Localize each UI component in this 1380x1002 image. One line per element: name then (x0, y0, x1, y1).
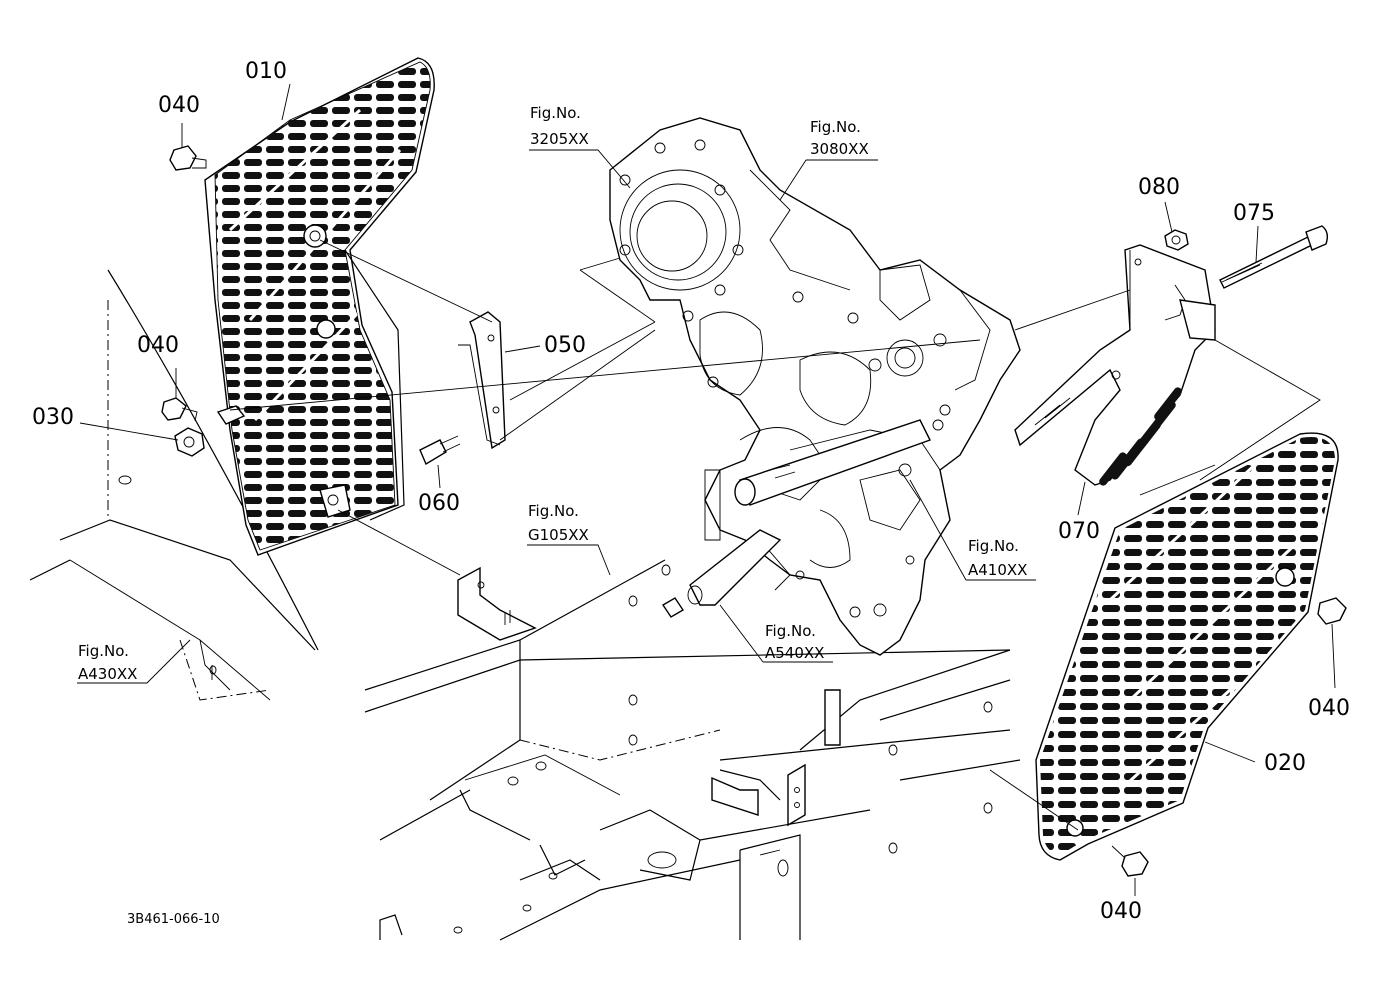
fig-ref-A430-line2: A430XX (78, 665, 137, 683)
nut-030 (174, 427, 205, 457)
bracket-070 (1014, 244, 1216, 486)
fig-ref-A540-line2: A540XX (765, 644, 824, 662)
fig-ref-A540-line1: Fig.No. (765, 622, 816, 640)
fig-ref-A410-line2: A410XX (968, 561, 1027, 579)
fig-ref-G105-line1: Fig.No. (528, 502, 579, 520)
callout-020: 020 (1264, 751, 1306, 776)
drawing-number: 3B461-066-10 (127, 912, 220, 927)
frame-holes (453, 564, 993, 934)
bolt-040-bottom-right (1111, 845, 1149, 877)
bolt-040-right (1317, 597, 1347, 625)
figure-references: Fig.No. 3205XX Fig.No. 3080XX Fig.No. G1… (78, 104, 1027, 683)
callout-040-left: 040 (137, 333, 179, 358)
fig-ref-3080-line1: Fig.No. (810, 118, 861, 136)
bracket-070-slots (1099, 387, 1182, 486)
transmission-case (509, 117, 1021, 656)
callout-010: 010 (245, 59, 287, 84)
fig-ref-A430-line1: Fig.No. (78, 642, 129, 660)
left-guard-010 (204, 57, 435, 556)
fig-ref-A410-line1: Fig.No. (968, 537, 1019, 555)
callout-040-bottom-right: 040 (1100, 899, 1142, 924)
fig-ref-3080-line2: 3080XX (810, 140, 869, 158)
fig-ref-G105-line2: G105XX (528, 526, 589, 544)
callout-030: 030 (32, 405, 74, 430)
chassis-frame (29, 269, 1021, 941)
bolt-040-top-left (169, 145, 207, 171)
bolt-075 (1219, 225, 1329, 289)
fig-ref-3205-line1: Fig.No. (530, 104, 581, 122)
callout-070: 070 (1058, 519, 1100, 544)
nut-080 (1164, 229, 1189, 251)
callout-050: 050 (544, 333, 586, 358)
right-guard-020 (1035, 432, 1339, 861)
bracket-050 (458, 311, 506, 450)
callout-040-right: 040 (1308, 696, 1350, 721)
part-callouts: 010 040 040 030 050 060 080 075 070 040 … (32, 59, 1350, 924)
case-bolt-holes (619, 139, 951, 618)
callout-075: 075 (1233, 201, 1275, 226)
callout-080: 080 (1138, 175, 1180, 200)
callout-060: 060 (418, 491, 460, 516)
bolt-040-left (161, 397, 198, 422)
bolt-060 (419, 435, 461, 466)
leader-lines (77, 83, 1336, 896)
callout-040-top-left: 040 (158, 93, 200, 118)
fig-ref-3205-line2: 3205XX (530, 130, 589, 148)
stud (216, 405, 246, 425)
